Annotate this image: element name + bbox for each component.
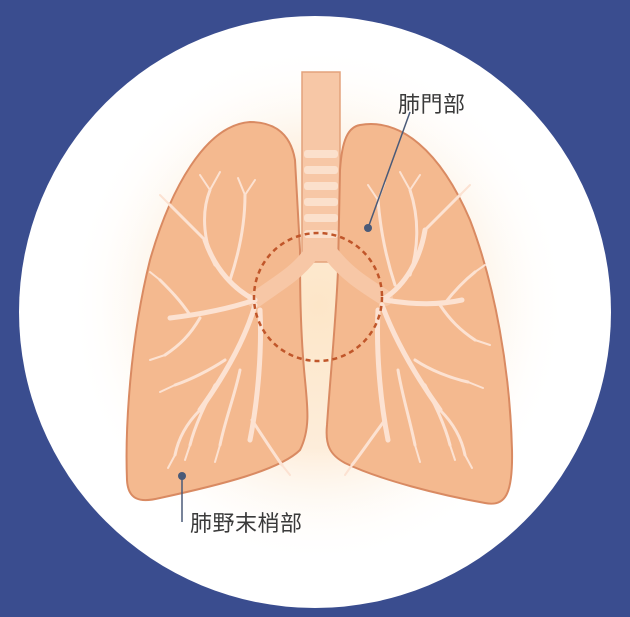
label-peripheral: 肺野末梢部 bbox=[190, 506, 303, 538]
label-hilar: 肺門部 bbox=[398, 87, 466, 119]
